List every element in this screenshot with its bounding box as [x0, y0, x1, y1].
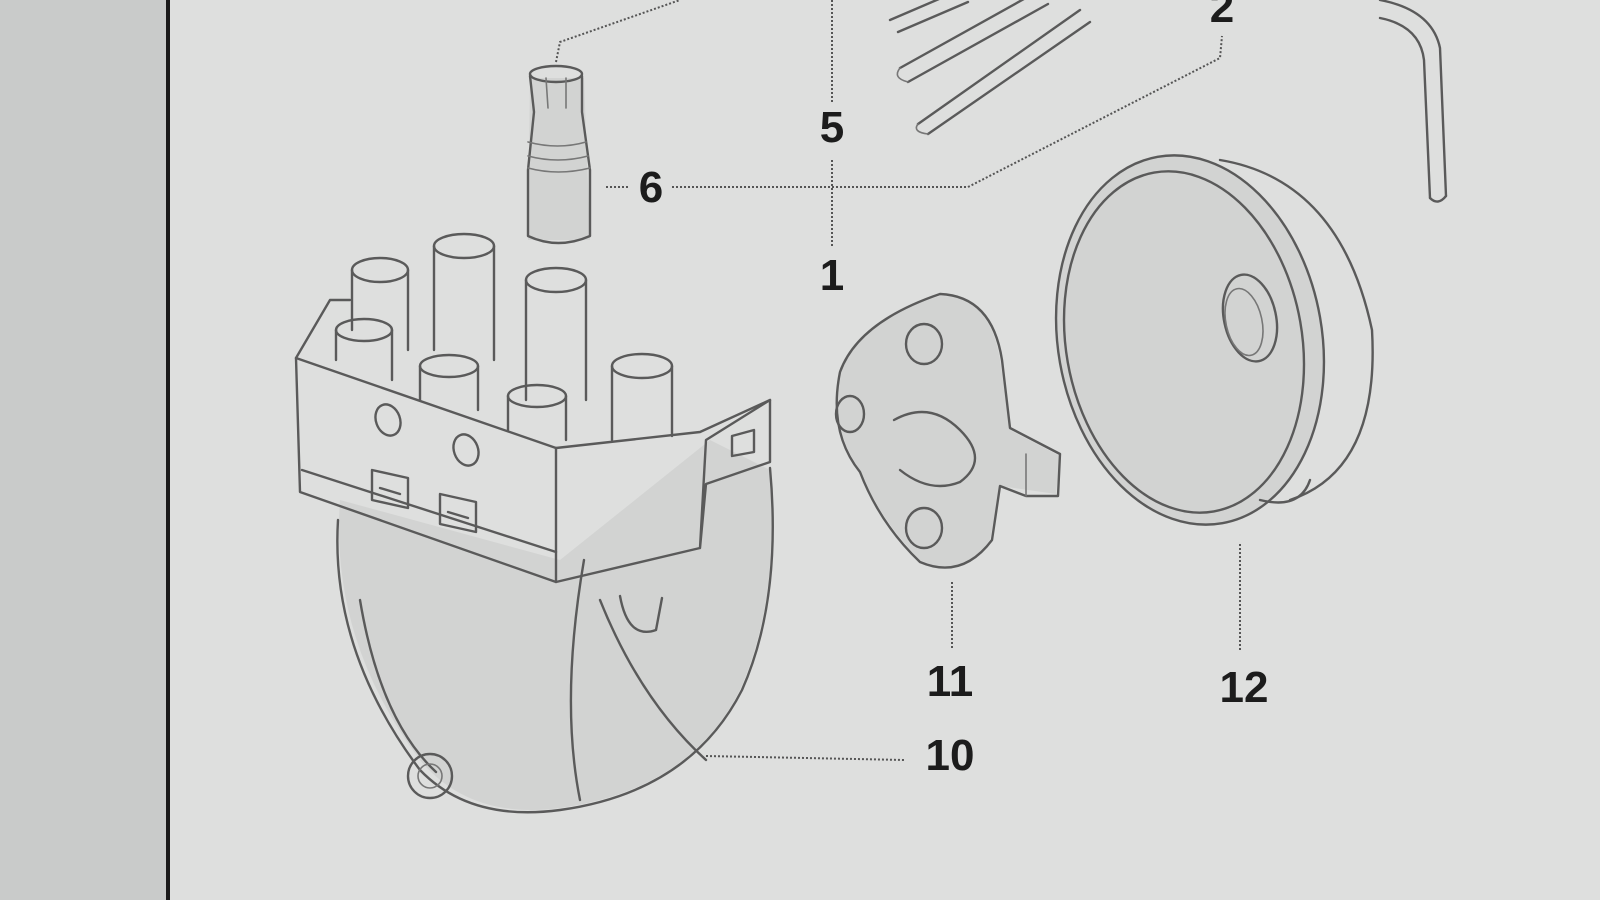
callout-1: 1 [820, 251, 844, 300]
spark-plug-boot [526, 64, 592, 245]
callout-11: 11 [927, 657, 974, 706]
callout-5: 5 [820, 103, 844, 152]
cap-towers [334, 232, 674, 442]
ignition-wires [888, 0, 1092, 136]
leader-6-to-2 [672, 35, 1223, 188]
callout-labels: 2 5 6 1 11 12 10 [639, 0, 1269, 780]
callout-10: 10 [926, 731, 975, 780]
leader-10 [705, 755, 906, 761]
dust-shield [1054, 154, 1374, 526]
callout-2: 2 [1210, 0, 1234, 32]
leader-lines [555, 0, 1241, 761]
distributor-rotor [834, 292, 1062, 569]
leader-boot-wire [555, 0, 681, 63]
bent-vacuum-hose [1378, 0, 1448, 203]
distributor-cap [294, 232, 774, 814]
callout-6: 6 [639, 163, 663, 212]
callout-12: 12 [1220, 663, 1269, 712]
